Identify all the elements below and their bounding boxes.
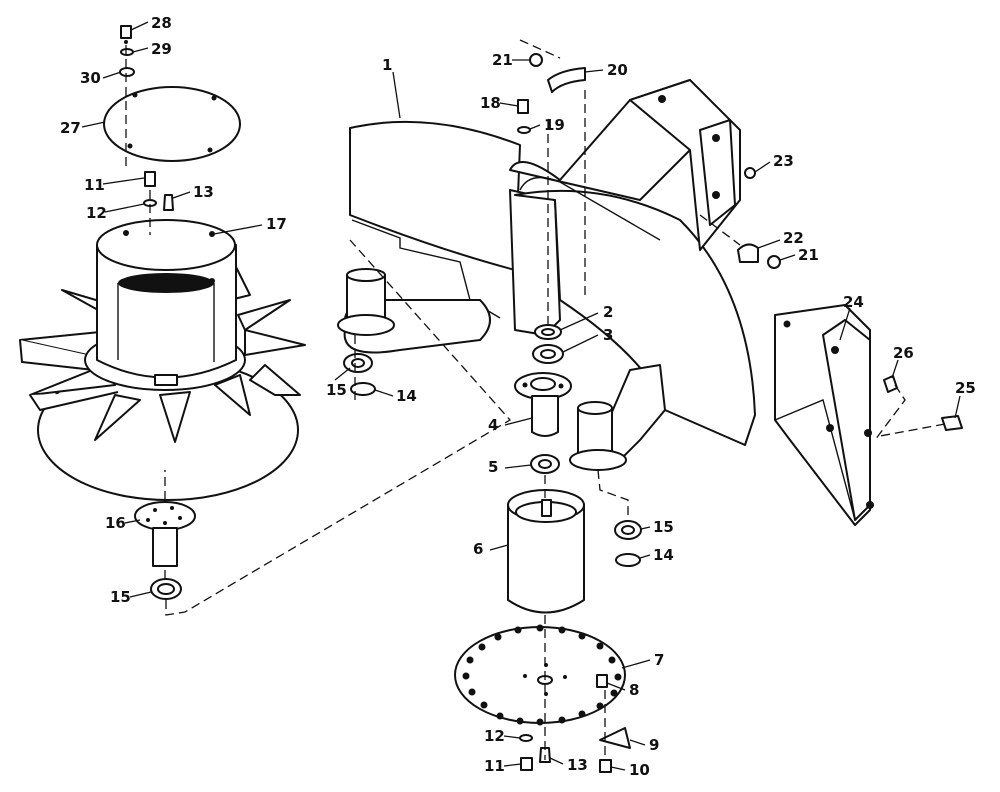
callout-6: 6 <box>473 540 483 558</box>
bolt-28 <box>120 25 132 44</box>
callout-1: 1 <box>382 56 392 74</box>
bearing-5 <box>530 454 560 474</box>
bearing-3 <box>532 344 564 364</box>
callout-15-right: 15 <box>653 518 674 536</box>
clip-20 <box>547 67 586 93</box>
callout-4: 4 <box>488 416 498 434</box>
bolt-11-top <box>144 171 156 187</box>
flange-hub-4 <box>514 372 572 437</box>
callout-29: 29 <box>151 40 172 58</box>
callout-30: 30 <box>80 69 101 87</box>
callout-25: 25 <box>955 379 976 397</box>
drum-6 <box>507 489 585 614</box>
callout-12-bottom: 12 <box>484 727 505 745</box>
spinner-disc-assembly <box>19 219 306 501</box>
bolt-18 <box>517 99 529 114</box>
bearing-15-right <box>614 520 642 540</box>
washer-14-right <box>615 553 641 567</box>
callout-18: 18 <box>480 94 501 112</box>
screw-23 <box>744 167 756 179</box>
callout-17: 17 <box>266 215 287 233</box>
callout-27: 27 <box>60 119 81 137</box>
bolt-8 <box>596 674 608 688</box>
bearing-15-left <box>150 578 182 600</box>
callout-9: 9 <box>649 736 659 754</box>
callout-7: 7 <box>654 651 664 669</box>
callout-2: 2 <box>603 303 613 321</box>
callout-28: 28 <box>151 14 172 32</box>
bearing-2 <box>534 324 562 340</box>
callout-15-center: 15 <box>326 381 347 399</box>
nut-21-right <box>767 255 781 269</box>
assembly-lines <box>125 39 946 760</box>
washer-29 <box>120 48 134 56</box>
washer-30 <box>119 67 135 77</box>
hub-shaft <box>134 501 196 567</box>
callout-21-top: 21 <box>492 51 513 69</box>
callout-19: 19 <box>544 116 565 134</box>
housing <box>337 79 756 471</box>
leader-lines <box>81 21 961 771</box>
perforated-disc-7 <box>454 624 626 726</box>
callout-21-right: 21 <box>798 246 819 264</box>
cover-plate <box>103 86 241 162</box>
callout-23: 23 <box>773 152 794 170</box>
callout-15-left: 15 <box>110 588 131 606</box>
bracket-9 <box>599 727 631 749</box>
callout-26: 26 <box>893 344 914 362</box>
callout-20: 20 <box>607 61 628 79</box>
callout-13-top: 13 <box>193 183 214 201</box>
callout-8: 8 <box>629 681 639 699</box>
callout-5: 5 <box>488 458 498 476</box>
callout-22: 22 <box>783 229 804 247</box>
bolt-11-bottom <box>520 757 533 771</box>
callout-11-top: 11 <box>84 176 105 194</box>
nut-21-top <box>529 53 543 67</box>
callout-3: 3 <box>603 326 613 344</box>
callout-11-bottom: 11 <box>484 757 505 775</box>
callout-14-right: 14 <box>653 546 674 564</box>
washer-19 <box>517 126 531 134</box>
nut-26 <box>883 375 898 393</box>
callout-12-top: 12 <box>86 204 107 222</box>
nut-10 <box>599 759 612 773</box>
callout-labels: 1 2 3 4 5 6 7 8 9 10 11 11 12 12 13 13 1… <box>60 14 976 779</box>
bolt-25 <box>941 415 963 431</box>
washer-14-center <box>350 382 376 396</box>
callout-13-bottom: 13 <box>567 756 588 774</box>
callout-10: 10 <box>629 761 650 779</box>
callout-16: 16 <box>105 514 126 532</box>
grease-fitting-13-top <box>163 194 174 211</box>
callout-24: 24 <box>843 293 864 311</box>
side-bracket <box>774 304 874 526</box>
clip-22 <box>737 243 759 263</box>
callout-14-center: 14 <box>396 387 417 405</box>
washer-12-bottom <box>519 734 533 742</box>
